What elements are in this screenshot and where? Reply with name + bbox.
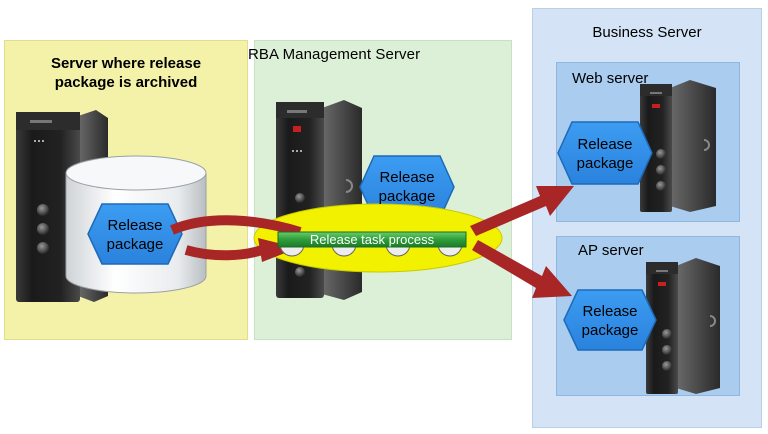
rba-package-label: Release package [360, 168, 454, 206]
package-label-line1: Release [107, 217, 163, 234]
archive-title-line2: package is archived [54, 74, 198, 91]
web-server-tower [640, 80, 716, 212]
package-label-line1: Release [379, 169, 435, 186]
web-release-package-hexagon [557, 121, 653, 185]
archive-release-package-hexagon [87, 203, 183, 265]
web-server-title: Web server [572, 70, 649, 87]
ap-release-package-hexagon [563, 289, 657, 351]
package-label-line1: Release [577, 136, 633, 153]
rba-panel-title: RBA Management Server [248, 46, 421, 63]
package-label-line1: Release [582, 303, 638, 320]
archive-panel-title: Server where release package is archived [4, 54, 248, 92]
tower-button [37, 242, 49, 254]
business-panel-title: Business Server [592, 24, 702, 41]
package-label-line2: package [576, 155, 634, 172]
transfer-arrow [170, 215, 302, 262]
deploy-arrow-web [470, 186, 574, 236]
web-package-label: Release package [558, 135, 652, 173]
deploy-arrow-ap [472, 240, 572, 298]
release-task-process-label: Release task process [309, 232, 435, 247]
ap-package-label: Release package [564, 302, 656, 340]
release-task-process-bar [277, 231, 467, 248]
ap-server-title: AP server [578, 242, 644, 259]
archive-title-line1: Server where release [50, 55, 202, 72]
tower-button [37, 204, 49, 216]
archive-package-label: Release package [88, 216, 182, 254]
ap-server-tower [646, 258, 720, 394]
package-label-line2: package [106, 236, 164, 253]
package-label-line2: package [581, 322, 639, 339]
package-label-line2: package [378, 188, 436, 205]
tower-button [37, 223, 49, 235]
